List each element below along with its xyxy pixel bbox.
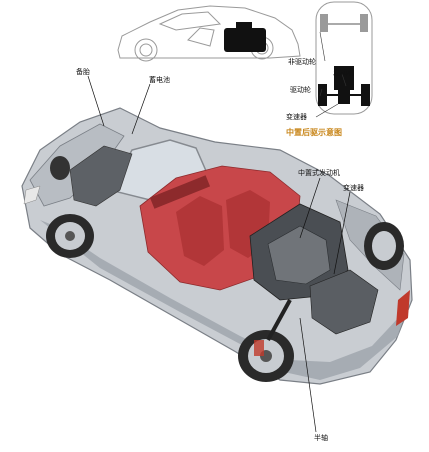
side-view-engine-block — [224, 22, 266, 52]
front-engine-bay — [69, 145, 133, 207]
schematic-label-engine: 发动机 — [333, 69, 354, 77]
half-shaft — [266, 299, 292, 341]
schematic-caption: 中置后驱示意图 — [286, 128, 342, 137]
rear-light — [396, 290, 410, 326]
engine-detail — [267, 225, 331, 285]
top-view-transmission — [338, 90, 350, 104]
front-left-wheel — [46, 214, 94, 258]
schematic-label-transmission: 变速器 — [286, 113, 307, 121]
rear-left-wheel — [238, 330, 294, 382]
callout-battery: 蓄电池 — [149, 76, 170, 84]
side-view-car-outline — [117, 5, 301, 62]
callout-spare-tire: 备胎 — [76, 68, 90, 76]
top-view-leader-lines — [315, 31, 347, 118]
top-view-engine — [334, 66, 354, 90]
callout-half-shaft: 半轴 — [314, 434, 328, 442]
top-view-car-outline — [315, 1, 373, 115]
rear-right-wheel — [364, 222, 404, 270]
front-light — [23, 185, 41, 205]
callout-mid-engine: 中置式发动机 — [298, 169, 340, 177]
schematic-label-drive-wheel: 驱动轮 — [290, 86, 311, 94]
callout-leader-lines — [87, 75, 351, 433]
driver-seat — [176, 196, 224, 266]
front-right-wheel — [50, 156, 70, 180]
transmission-unit — [309, 269, 379, 335]
cutaway-car — [21, 107, 413, 385]
top-view-front-axle — [320, 14, 368, 32]
schematic-label-steered-wheel: 非驱动轮 — [288, 58, 316, 66]
top-view-rear-axle — [318, 84, 370, 106]
dashboard — [149, 175, 211, 209]
callout-transmission: 变速器 — [343, 184, 364, 192]
